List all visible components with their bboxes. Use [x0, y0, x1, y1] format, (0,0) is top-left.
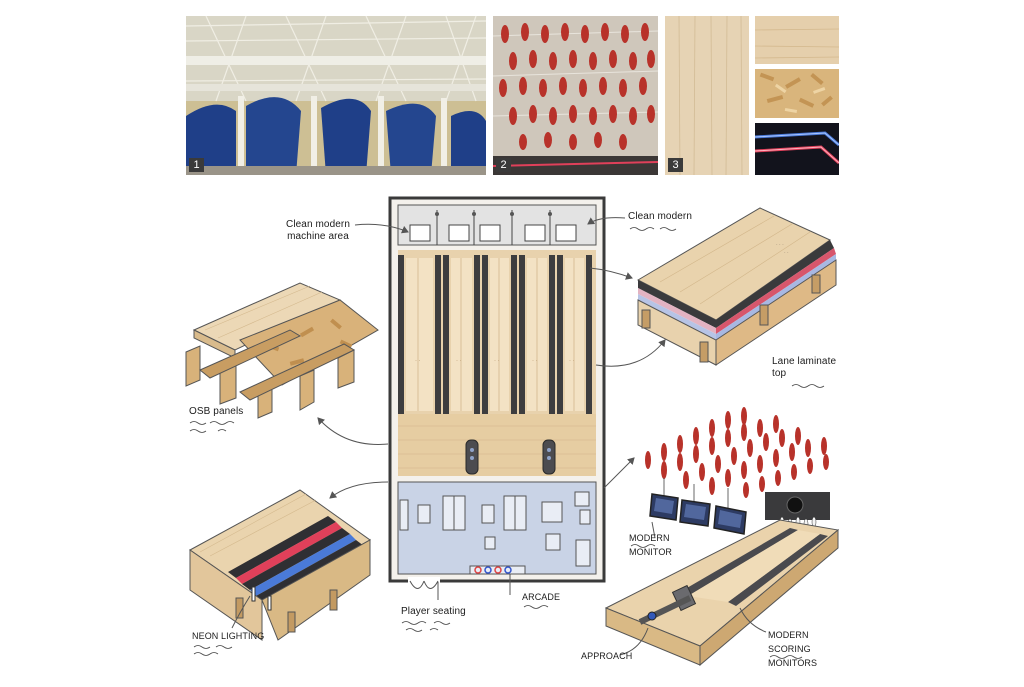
photo-number-badge: 3 — [668, 158, 683, 172]
label-approach: APPROACH — [581, 651, 633, 661]
swatch-neon — [755, 123, 839, 175]
photo-number-badge: 1 — [189, 158, 204, 172]
label-neon-lighting: NEON LIGHTING — [192, 631, 265, 641]
scribble-note — [791, 384, 825, 388]
svg-text:· · ·: · · · — [776, 242, 784, 248]
lane-laminate-cross-section: · · ·· · — [636, 207, 837, 366]
label-clean-modern: Clean modern — [628, 211, 693, 222]
osb-panel-cross-section — [185, 282, 379, 419]
svg-text:· ·: · · — [494, 358, 500, 364]
scribble-note — [630, 544, 656, 548]
swatch-light-wood — [755, 16, 839, 64]
svg-text:· ·: · · — [532, 358, 538, 364]
label-modern-monitor: MODERN MONITOR — [629, 533, 673, 557]
photo-pin-ceiling: 2 — [493, 16, 658, 175]
label-machine-area: Clean modern machine area — [286, 219, 351, 242]
swatch-osb — [755, 69, 839, 118]
label-scoring-monitors: MODERN SCORING MONITORS — [768, 630, 818, 668]
scribble-note — [629, 227, 677, 231]
svg-text:· ·: · · — [456, 358, 462, 364]
photo-ceiling-structure: 1 — [186, 16, 486, 175]
label-arcade: ARCADE — [522, 592, 561, 602]
lane-perspective-view — [604, 407, 840, 667]
svg-text:· ·: · · — [784, 250, 789, 256]
scribble-note — [189, 421, 235, 433]
label-osb-panels: OSB panels — [189, 406, 244, 417]
photo-wood-laminate: 3 — [665, 16, 749, 175]
neon-lighting-cross-section — [189, 489, 371, 641]
scribble-note — [769, 655, 803, 659]
scribble-note — [401, 621, 451, 632]
svg-text:· ·: · · — [569, 358, 575, 364]
floor-plan: · · · · · · · · · · — [388, 196, 606, 589]
label-lane-laminate: Lane laminate top — [772, 356, 837, 379]
svg-text:· ·: · · — [415, 358, 421, 364]
label-player-seating: Player seating — [401, 606, 466, 617]
photo-number-badge: 2 — [496, 158, 511, 172]
scribble-note — [523, 605, 549, 609]
scribble-note — [193, 645, 233, 656]
